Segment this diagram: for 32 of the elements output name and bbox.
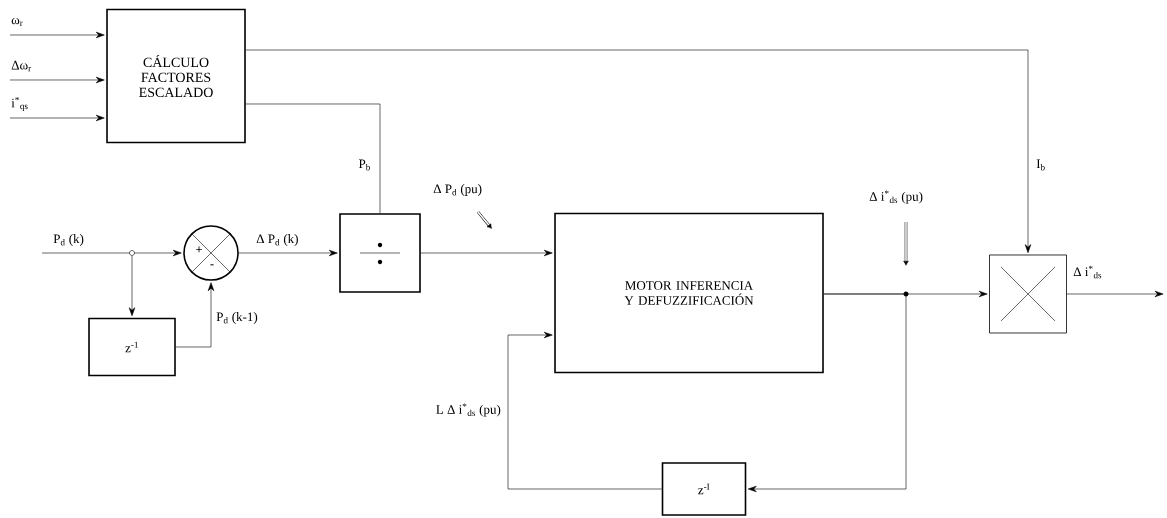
edge-label: Δ P$_{d}$ (k): [256, 234, 298, 246]
arrow: [9, 31, 105, 39]
edge-label: P$_{b}$: [358, 159, 370, 171]
edge-label: L Δ i$^{*}$$_{ds}$ (pu): [436, 403, 501, 417]
arrow: [238, 249, 338, 257]
edge-label: P$_{d}$ (k-1): [216, 312, 258, 324]
edge-label: I$_{b}$: [1036, 159, 1045, 171]
edge-label: Δω$_{r}$: [11, 60, 32, 72]
summing-junction: + -: [183, 225, 239, 281]
process-box: MOTOR INFERENCIA Y DEFUZZIFICACIÓN: [554, 212, 824, 374]
arrow: [747, 293, 907, 493]
edge-label: i$^{*}$qs: [11, 96, 28, 111]
arrow: [420, 249, 553, 257]
signal-label: Δ i$^{*}$$_{ds}$ (pu): [869, 190, 923, 204]
arrow: [9, 114, 105, 122]
edge-label: P$_{d}$ (k): [53, 234, 84, 246]
arrow: [175, 282, 215, 348]
connector-line: [245, 103, 381, 214]
arrow: [128, 255, 136, 317]
edge-label: Δ i$^{*}$ds: [1073, 265, 1102, 279]
edge-label: ω$_{r}$: [11, 18, 23, 26]
delay-box: z$^{-I}$: [661, 462, 747, 516]
arrow: [245, 49, 1032, 253]
arrow: [1066, 290, 1164, 298]
arrow: [9, 76, 105, 84]
arrow: [41, 249, 182, 257]
delay-box: z$^{-1}$: [88, 317, 176, 377]
divider-box: [339, 213, 421, 293]
signal-label: Δ P$_{d}$ (pu): [433, 184, 482, 196]
arrow: [507, 331, 662, 490]
process-box: CÁLCULO FACTORES ESCALADO: [106, 8, 246, 144]
multiplier-box: [989, 254, 1067, 334]
